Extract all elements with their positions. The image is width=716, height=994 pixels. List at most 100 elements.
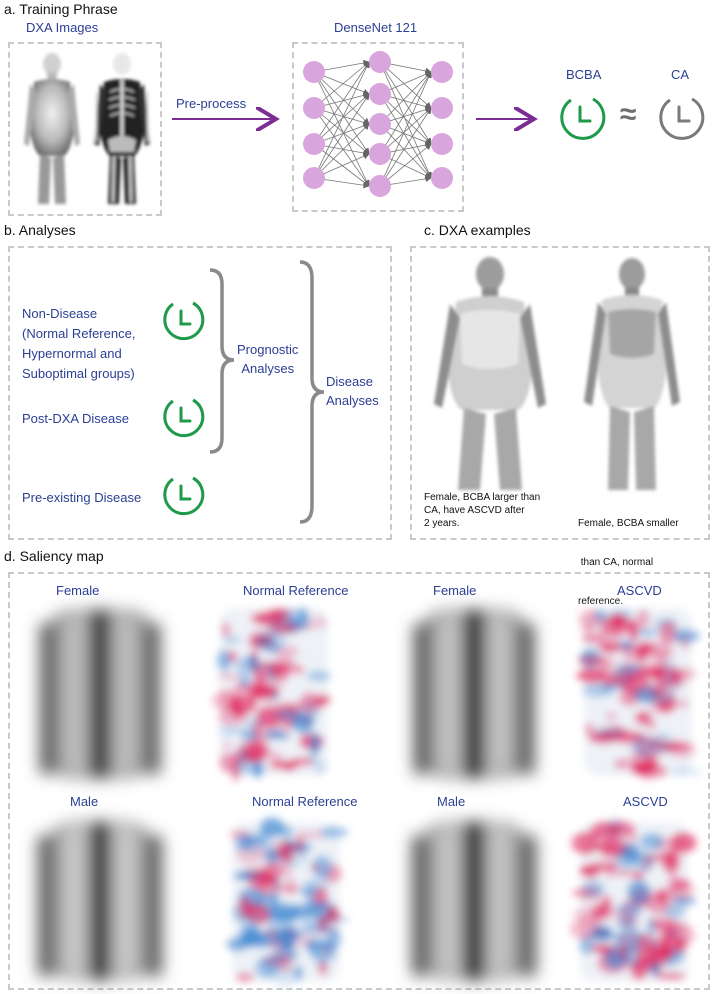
saliency-label-r2-c4: ASCVD [623,794,668,809]
saliency-blob [298,607,309,631]
network-edge [313,93,370,145]
network-node [303,167,325,189]
saliency-blob [271,662,290,684]
saliency-blob [232,871,255,881]
saliency-heatmap-male-ascvd [570,817,697,982]
approx-symbol: ≈ [620,98,637,131]
panel-b-title: b. Analyses [4,222,76,238]
saliency-blob [654,972,687,980]
network-edge [313,107,370,187]
saliency-blob [578,609,601,630]
saliency-blob [665,880,695,902]
clock-icon [659,97,705,140]
panel-a-title: a. Training Phrase [4,1,118,17]
saliency-grayscale-female-2 [414,610,534,778]
saliency-blob [240,932,265,948]
saliency-label-r1-c1: Female [56,583,100,598]
clock-icon [560,97,606,140]
saliency-blob [304,894,316,911]
non-disease-line-3: Hypernormal and [22,346,122,361]
saliency-blob [646,738,669,750]
network-edge [313,61,370,145]
saliency-blob [247,682,279,702]
caption-left: Female, BCBA larger than CA, have ASCVD … [424,491,540,530]
saliency-blob [306,942,317,954]
saliency-label-r1-c2: Normal Reference [243,583,349,598]
network-node [431,97,453,119]
caption-right-line-2: than CA, normal [578,557,654,568]
saliency-blob [672,766,702,777]
network-edge [379,143,432,187]
saliency-blob [239,678,255,686]
saliency-blob [657,944,688,954]
densenet-box [292,42,464,212]
saliency-blob [674,637,691,644]
network-edge [379,71,432,187]
prognostic-analyses-label: Prognostic Analyses [237,340,298,378]
saliency-blob [326,926,342,951]
analyses-box [8,246,392,540]
saliency-blob [259,829,274,851]
caption-right-line-3: reference. [578,596,624,607]
saliency-blob [588,860,620,873]
neural-network-diagram [303,51,453,197]
network-node [303,133,325,155]
saliency-blob [246,868,274,891]
saliency-blob [228,651,239,663]
saliency-blob [597,624,624,644]
saliency-blob [289,757,315,766]
saliency-heatmap-male-normal [226,817,349,988]
saliency-blob [311,855,333,878]
network-edge [313,123,370,179]
saliency-blob [645,917,657,939]
preprocess-label: Pre-process [176,96,247,111]
network-node [431,167,453,189]
saliency-blob [645,719,657,732]
network-edge [379,93,432,145]
saliency-blob [290,715,315,732]
saliency-blob [248,640,262,649]
saliency-blob [213,689,241,712]
saliency-blob [663,959,676,967]
saliency-label-r2-c1: Male [70,794,99,809]
dxa-body-scan-1 [24,53,80,204]
saliency-label-r2-c2: Normal Reference [252,794,358,809]
saliency-grayscale-male-1 [38,822,162,980]
saliency-blob [289,903,311,921]
saliency-heatmap-female-ascvd [576,608,702,781]
saliency-blob [597,726,627,740]
saliency-blob [572,907,605,922]
network-node [369,175,391,197]
saliency-blob [647,693,667,714]
saliency-blob [663,740,692,753]
network-edge [379,123,432,179]
pre-existing-disease-label: Pre-existing Disease [22,490,142,505]
clock-icon [163,301,205,341]
saliency-blob [309,615,328,629]
saliency-blob [571,831,600,855]
saliency-blob [654,648,668,658]
saliency-blob [622,642,636,660]
saliency-blob [223,636,242,644]
ca-label: CA [671,67,690,82]
saliency-blob [640,950,669,969]
network-edge [379,71,432,125]
saliency-blob [589,821,619,841]
saliency-blob [216,673,242,680]
network-edge [379,107,432,187]
network-edge [379,107,432,155]
network-edge [313,93,370,179]
network-node [369,113,391,135]
saliency-blob [636,664,665,679]
saliency-blob [264,729,286,740]
saliency-blob [295,834,305,855]
prognostic-line-2: Analyses [241,361,295,376]
saliency-blob [578,656,609,665]
saliency-blob [634,646,648,663]
saliency-label-r2-c3: Male [437,794,466,809]
saliency-blob [674,699,689,709]
saliency-blob [238,895,253,919]
saliency-blob [299,921,332,935]
saliency-blob [228,829,251,840]
saliency-blob [235,740,265,764]
